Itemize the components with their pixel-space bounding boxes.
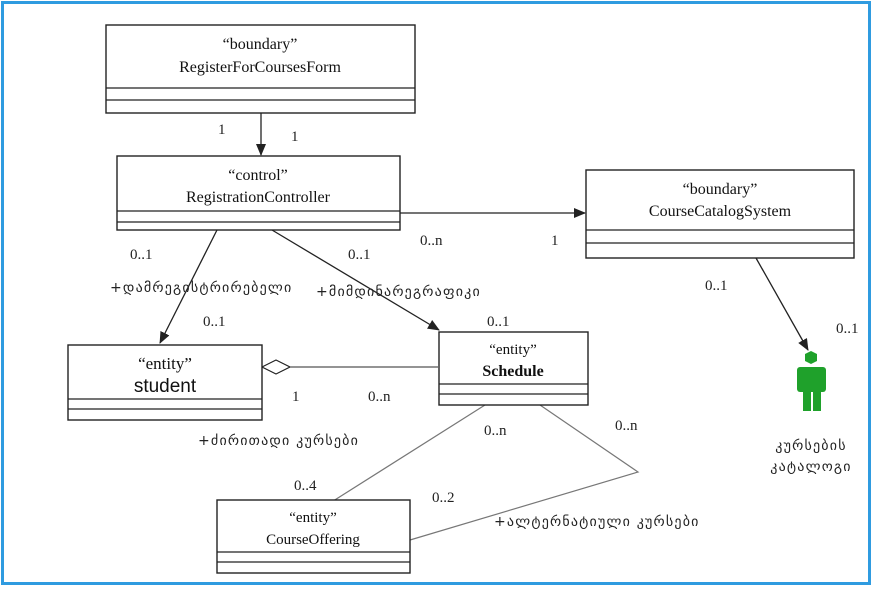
- multiplicity-label: 0..4: [294, 478, 317, 494]
- stereotype-label: “entity”: [489, 342, 536, 358]
- actor-icon: [797, 351, 826, 411]
- multiplicity-label: 0..n: [368, 389, 391, 405]
- class-name: Schedule: [482, 363, 543, 380]
- controller-to-student-arrow: [159, 229, 218, 344]
- class-name: RegisterForCoursesForm: [179, 59, 341, 76]
- diagram-frame: [1, 1, 871, 585]
- multiplicity-label: 0..1: [836, 321, 859, 337]
- role-name-primary-courses: +ძირითადი კურსები: [198, 432, 359, 449]
- controller-to-schedule-arrow: [271, 229, 440, 331]
- multiplicity-label: 1: [292, 389, 300, 405]
- alternative-courses-association: [409, 404, 640, 541]
- multiplicity-label: 0..1: [487, 314, 510, 330]
- stereotype-label: “boundary”: [223, 36, 298, 53]
- catalog-to-actor-arrow: [755, 257, 809, 351]
- class-course-catalog-system: “boundary” CourseCatalogSystem: [585, 169, 855, 259]
- stereotype-label: “entity”: [289, 510, 336, 526]
- class-name: RegistrationController: [186, 189, 331, 206]
- class-name: CourseCatalogSystem: [649, 203, 792, 220]
- multiplicity-label: 0..2: [432, 490, 455, 506]
- multiplicity-label: 0..1: [130, 247, 153, 263]
- multiplicity-label: 0..1: [348, 247, 371, 263]
- stereotype-label: “entity”: [138, 354, 192, 373]
- class-name: student: [134, 376, 197, 397]
- stereotype-label: “control”: [228, 167, 288, 184]
- class-course-offering: “entity” CourseOffering: [216, 499, 411, 574]
- multiplicity-label: 0..1: [203, 314, 226, 330]
- actor-label-line1: კურსების: [775, 437, 846, 454]
- class-schedule: “entity” Schedule: [438, 331, 589, 406]
- multiplicity-label: 0..n: [615, 418, 638, 434]
- multiplicity-label: 1: [551, 233, 559, 249]
- aggregation-diamond: [260, 359, 292, 375]
- multiplicity-label: 0..n: [420, 233, 443, 249]
- multiplicity-label: 1: [291, 129, 299, 145]
- primary-courses-association: [329, 404, 486, 504]
- multiplicity-label: 0..n: [484, 423, 507, 439]
- role-name-current-schedule: +მიმდინარეგრაფიკი: [316, 283, 481, 300]
- class-registration-controller: “control” RegistrationController: [116, 155, 401, 231]
- actor-label-line2: კატალოგი: [770, 459, 851, 475]
- multiplicity-label: 1: [218, 122, 226, 138]
- stereotype-label: “boundary”: [683, 181, 758, 198]
- role-name-registrant: +დამრეგისტრირებელი: [110, 279, 292, 296]
- class-register-for-courses-form: “boundary” RegisterForCoursesForm: [105, 24, 416, 114]
- role-name-alternative-courses: +ალტერნატიული კურსები: [494, 513, 700, 530]
- multiplicity-label: 0..1: [705, 278, 728, 294]
- class-name: CourseOffering: [266, 532, 360, 548]
- class-student: “entity” student: [67, 344, 263, 421]
